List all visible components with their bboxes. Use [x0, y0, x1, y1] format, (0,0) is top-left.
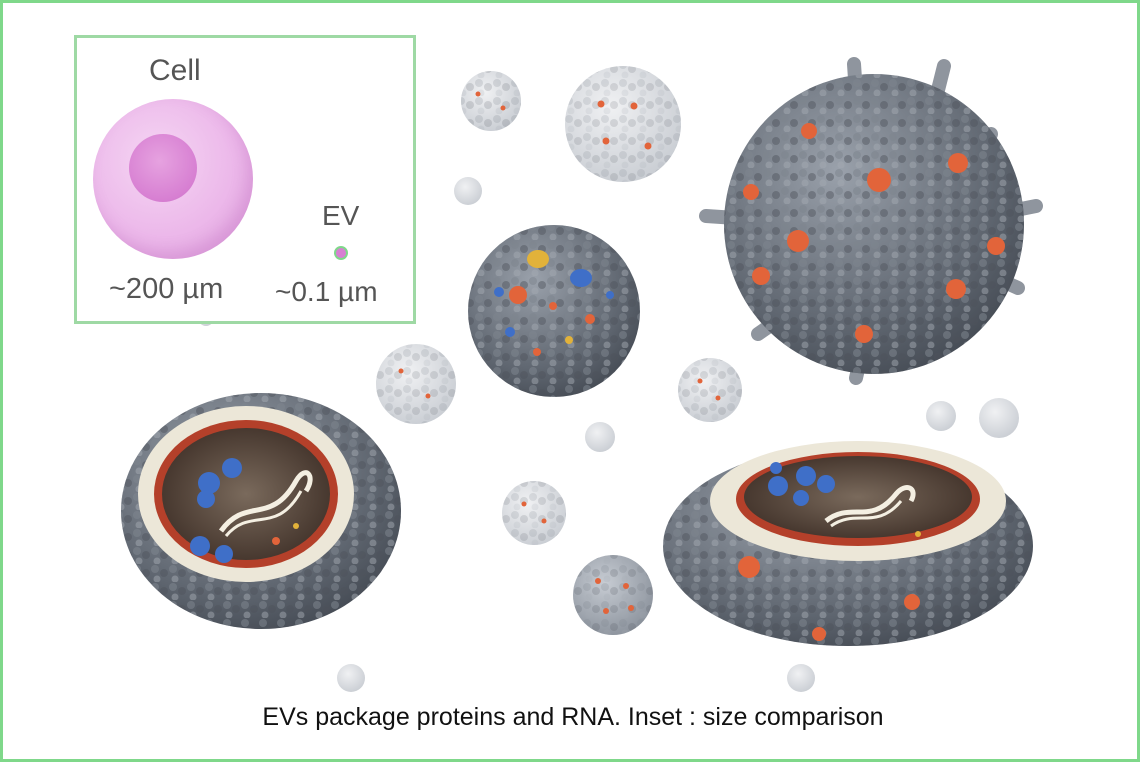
ev-illustration [121, 57, 1043, 692]
cell-label: Cell [149, 54, 201, 87]
small-vesicle [502, 481, 566, 545]
cross-section-vesicle [663, 441, 1033, 646]
small-vesicle [585, 422, 615, 452]
small-vesicle [376, 344, 456, 424]
small-vesicle [461, 71, 521, 131]
small-vesicle [337, 664, 365, 692]
cross-section-vesicle [121, 393, 401, 629]
cell-nucleus [129, 134, 197, 202]
size-comparison-inset: Cell EV ~200 µm ~0.1 µm [74, 35, 416, 324]
ev-label: EV [322, 200, 360, 231]
cell-size-label: ~200 µm [109, 273, 224, 305]
ev-dot [334, 246, 348, 260]
ev-size-label: ~0.1 µm [275, 276, 378, 307]
small-vesicle [678, 358, 742, 422]
small-vesicle [979, 398, 1019, 438]
figure-caption: EVs package proteins and RNA. Inset : si… [262, 703, 884, 731]
large-vesicle [699, 57, 1043, 385]
small-vesicle [565, 66, 681, 182]
small-vesicle [454, 177, 482, 205]
small-vesicle [926, 401, 956, 431]
cargo-vesicle [468, 225, 640, 397]
small-vesicle [573, 555, 653, 635]
small-vesicle [787, 664, 815, 692]
